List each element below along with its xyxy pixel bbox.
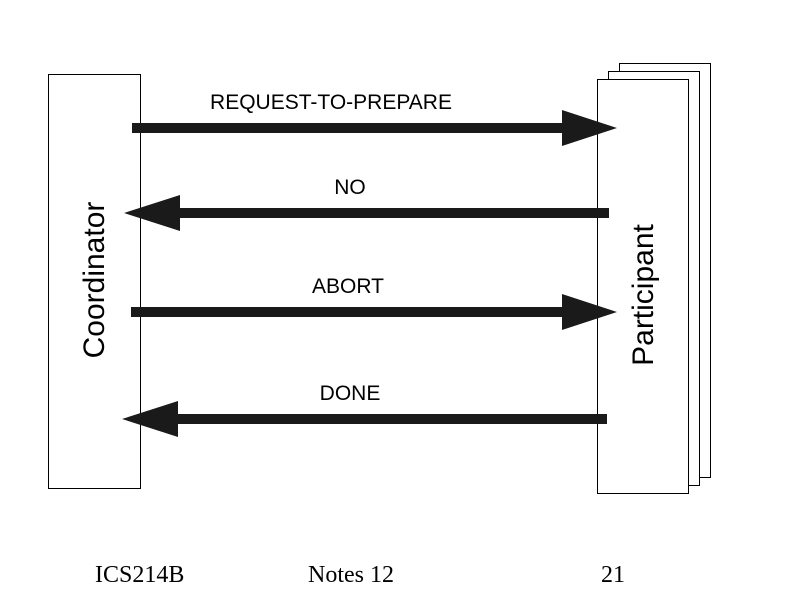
message-label-request-to-prepare: REQUEST-TO-PREPARE [210,91,452,114]
arrow-request-to-prepare [132,110,617,146]
footer-notes: Notes 12 [308,562,394,588]
participant-box [597,79,689,494]
message-label-abort: ABORT [312,275,384,298]
footer-page-number: 21 [601,562,625,588]
message-label-no: NO [334,176,366,199]
arrow-abort [131,294,617,330]
arrow-done [122,401,607,437]
footer-course: ICS214B [95,562,185,588]
arrow-no [124,195,609,231]
message-label-done: DONE [319,382,381,405]
